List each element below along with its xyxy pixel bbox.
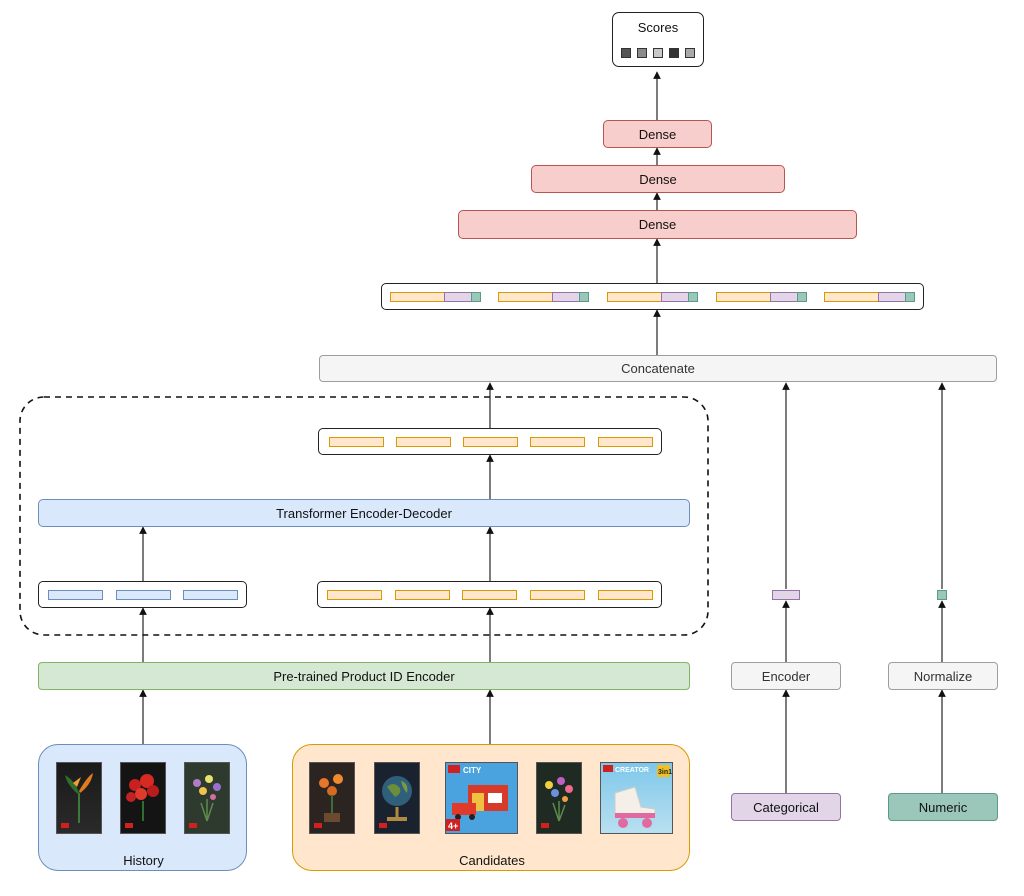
dense-layer-3: Dense	[458, 210, 857, 239]
scores-node: Scores	[612, 12, 704, 67]
score-square	[653, 48, 663, 58]
history-group: History	[38, 744, 247, 871]
candidates-label: Candidates	[459, 853, 525, 868]
numeric-value	[937, 590, 947, 600]
svg-text:3in1: 3in1	[658, 769, 672, 776]
scores-label: Scores	[637, 20, 679, 35]
categorical-input: Categorical	[731, 793, 841, 821]
normalize-node: Normalize	[888, 662, 998, 690]
transformer-encoder-decoder: Transformer Encoder-Decoder	[38, 499, 690, 527]
svg-text:CREATOR: CREATOR	[615, 767, 649, 774]
wildflower-bouquet-set-icon	[184, 762, 230, 834]
transformer-output-embeddings	[318, 428, 662, 455]
numeric-input: Numeric	[888, 793, 998, 821]
roses-bouquet-set-icon	[120, 762, 166, 834]
flower-bouquet-set-icon	[536, 762, 582, 834]
dense-layer-2: Dense	[531, 165, 785, 193]
score-square	[637, 48, 647, 58]
score-square	[669, 48, 679, 58]
encoder-node: Encoder	[731, 662, 841, 690]
history-embeddings	[38, 581, 247, 608]
fire-station-set-icon: CITY 4+	[445, 762, 518, 834]
pretrained-product-id-encoder: Pre-trained Product ID Encoder	[38, 662, 690, 690]
concatenated-vector	[381, 283, 924, 310]
candidate-embeddings	[317, 581, 662, 608]
bird-of-paradise-set-icon	[56, 762, 102, 834]
globe-set-icon	[374, 762, 420, 834]
concatenate-node: Concatenate	[319, 355, 997, 382]
candidates-group: CITY 4+ CREATOR 3in1	[292, 744, 690, 871]
svg-text:CITY: CITY	[463, 766, 482, 775]
score-square	[621, 48, 631, 58]
id-embedding-group-border	[19, 396, 709, 636]
orchid-set-icon	[309, 762, 355, 834]
svg-text:4+: 4+	[448, 821, 458, 831]
roller-skate-set-icon: CREATOR 3in1	[600, 762, 673, 834]
score-square	[685, 48, 695, 58]
history-label: History	[123, 853, 164, 868]
dense-layer-1: Dense	[603, 120, 712, 148]
categorical-embedding	[772, 590, 800, 600]
